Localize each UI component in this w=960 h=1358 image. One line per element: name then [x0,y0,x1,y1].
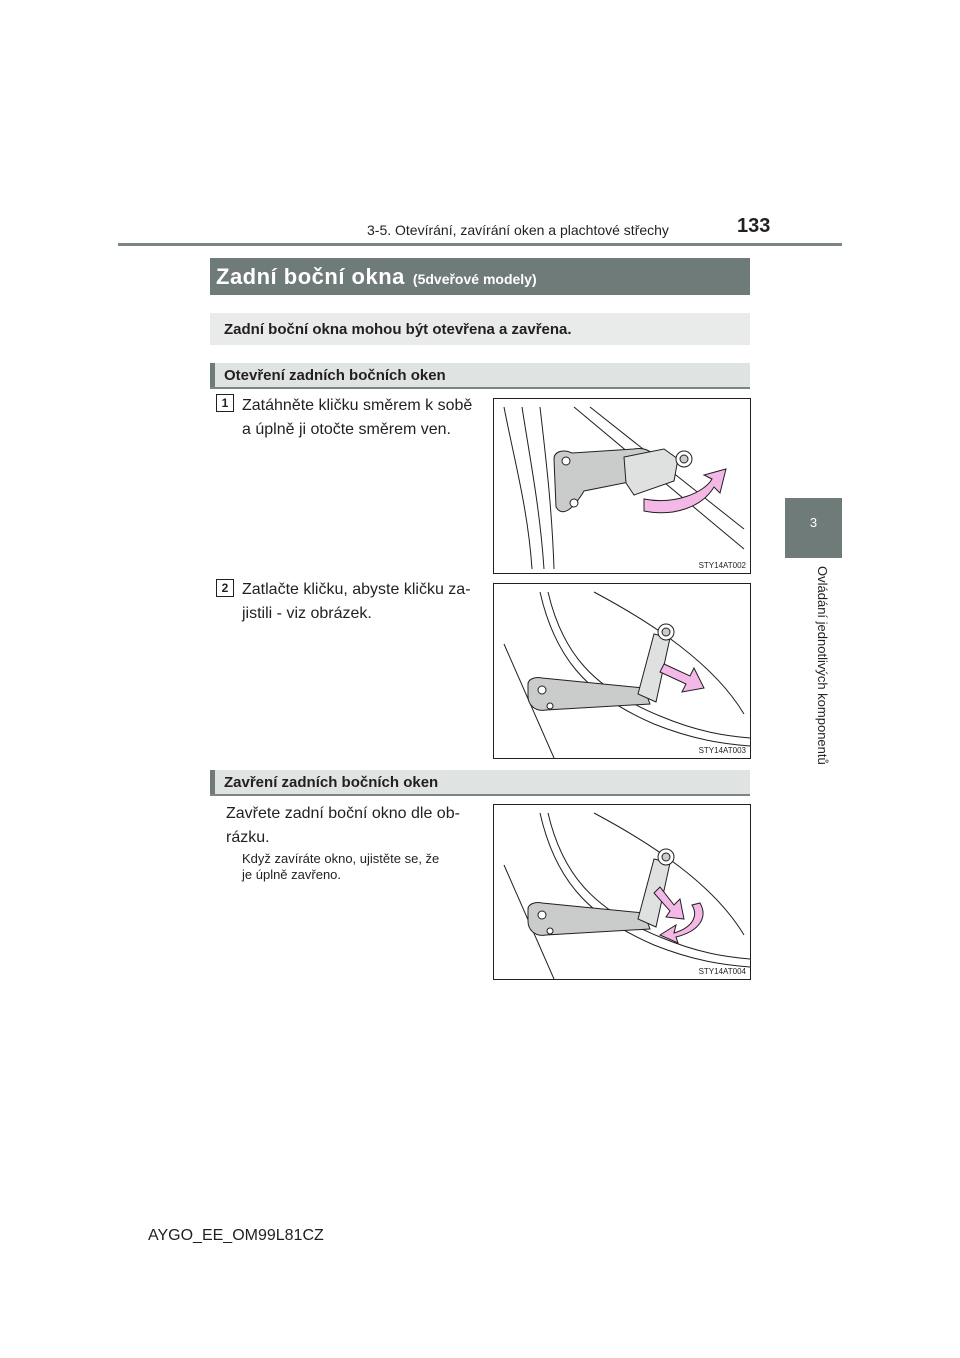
figure-closing: STY14AT004 [493,804,751,980]
closing-line-1: Zavřete zadní boční okno dle ob- [226,805,460,822]
chapter-number: 3 [809,515,818,530]
window-latch-open-illustration [503,406,745,570]
chapter-title: Ovládání jednotlivých komponentů [815,566,830,765]
window-close-illustration [503,812,751,980]
opening-heading: Otevření zadních bočních oken [224,366,446,384]
step-1-line-1: Zatáhněte kličku směrem k sobě [242,397,473,414]
figure-code-2: STY14AT003 [698,746,746,755]
section-title-bar: Zadní boční okna (5dveřové modely) [210,258,750,295]
section-title: Zadní boční okna [216,263,405,289]
closing-note: Když zavíráte okno, ujistěte se, že je ú… [242,851,487,883]
figure-code-3: STY14AT004 [698,967,746,976]
step-1-text: Zatáhněte kličku směrem k sobě a úplně j… [242,394,487,442]
header-rule [118,243,842,246]
document-code: AYGO_EE_OM99L81CZ [148,1227,324,1244]
page-number: 133 [737,215,771,237]
closing-line-2: rázku. [226,829,270,846]
step-2-badge: 2 [216,579,234,597]
heading-marker [210,770,215,794]
figure-step-1: STY14AT002 [493,398,751,574]
step-2-line-1: Zatlačte kličku, abyste kličku za- [242,581,471,598]
intro-summary: Zadní boční okna mohou být otevřena a za… [210,313,750,345]
opening-heading-bar: Otevření zadních bočních oken [210,363,750,389]
window-latch-lock-illustration [503,591,751,759]
section-subtitle: (5dveřové modely) [412,270,537,287]
step-2-text: Zatlačte kličku, abyste kličku za- jisti… [242,578,487,626]
heading-marker [210,363,215,387]
step-1-line-2: a úplně ji otočte směrem ven. [242,421,451,438]
running-header: 3-5. Otevírání, zavírání oken a plachtov… [367,222,669,238]
closing-note-line-2: je úplně zavřeno. [242,867,342,882]
figure-step-2: STY14AT003 [493,583,751,759]
closing-heading: Zavření zadních bočních oken [224,773,439,791]
step-1-badge: 1 [216,394,234,412]
closing-text: Zavřete zadní boční okno dle ob- rázku. [226,802,486,850]
chapter-tab [785,498,842,558]
figure-code-1: STY14AT002 [698,561,746,570]
closing-note-line-1: Když zavíráte okno, ujistěte se, že [242,851,440,866]
step-2-line-2: jistili - viz obrázek. [242,605,372,622]
closing-heading-bar: Zavření zadních bočních oken [210,770,750,796]
